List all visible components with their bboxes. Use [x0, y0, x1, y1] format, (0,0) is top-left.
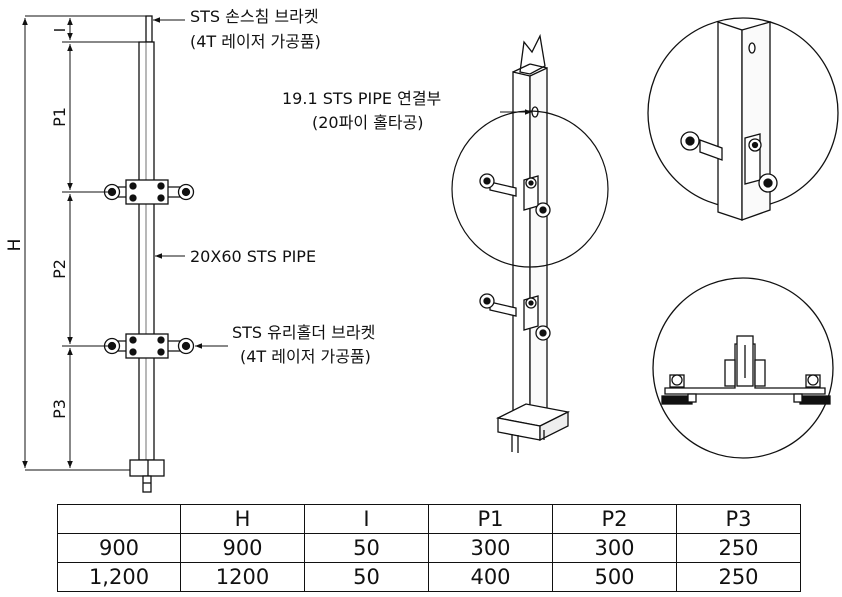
detail-circle-bracket-closeup: [647, 17, 839, 221]
table-header-cell: [57, 504, 181, 534]
table-header-cell: P3: [676, 504, 801, 534]
callout-glass-holder-line2: (4T 레이저 가공품): [240, 347, 371, 366]
table-cell: 1,200: [57, 562, 181, 592]
callout-pipe-joint-line1: 19.1 STS PIPE 연결부: [282, 89, 441, 108]
table-row: 900 900 50 300 300 250: [57, 533, 801, 563]
callout-handrail-bracket-line2: (4T 레이저 가공품): [190, 32, 321, 51]
dim-label-p3: P3: [50, 399, 69, 419]
callout-pipe-joint-line2: (20파이 홀타공): [312, 113, 424, 132]
dim-label-i: I: [51, 28, 69, 32]
table-cell: 50: [304, 533, 429, 563]
post-front-view: [103, 15, 195, 493]
glass-holder-bracket-upper: [103, 179, 195, 205]
table-cell: 500: [552, 562, 677, 592]
table-cell: 400: [428, 562, 553, 592]
glass-holder-bracket-lower: [103, 333, 195, 359]
spec-table: H I P1 P2 P3 900 900 50 300 300 250 1,20…: [57, 504, 801, 592]
table-cell: 250: [676, 533, 801, 563]
callout-glass-holder-line1: STS 유리홀더 브라켓: [232, 323, 375, 342]
callout-pipe: 20X60 STS PIPE: [190, 247, 316, 266]
table-header-cell: H: [180, 504, 305, 534]
post-isometric-view: [479, 33, 571, 453]
table-cell: 250: [676, 562, 801, 592]
dim-label-p2: P2: [50, 259, 69, 279]
dim-label-p1: P1: [50, 107, 69, 127]
table-header-cell: I: [304, 504, 429, 534]
table-header-cell: P2: [552, 504, 677, 534]
table-row: 1,200 1200 50 400 500 250: [57, 562, 801, 592]
table-cell: 300: [552, 533, 677, 563]
table-header-cell: P1: [428, 504, 553, 534]
iso-bracket-upper: [479, 173, 551, 218]
callout-leaders: [153, 17, 228, 349]
iso-bracket-lower: [479, 293, 551, 341]
callout-handrail-bracket-line1: STS 손스침 브라켓: [190, 7, 319, 26]
dim-label-h: H: [5, 239, 25, 252]
table-cell: 1200: [180, 562, 305, 592]
table-cell: 900: [57, 533, 181, 563]
table-cell: 900: [180, 533, 305, 563]
table-cell: 300: [428, 533, 553, 563]
dimension-lines: [22, 15, 146, 471]
table-header-row: H I P1 P2 P3: [57, 504, 801, 534]
table-cell: 50: [304, 562, 429, 592]
detail-circle-glass-holder-top: [652, 277, 834, 459]
